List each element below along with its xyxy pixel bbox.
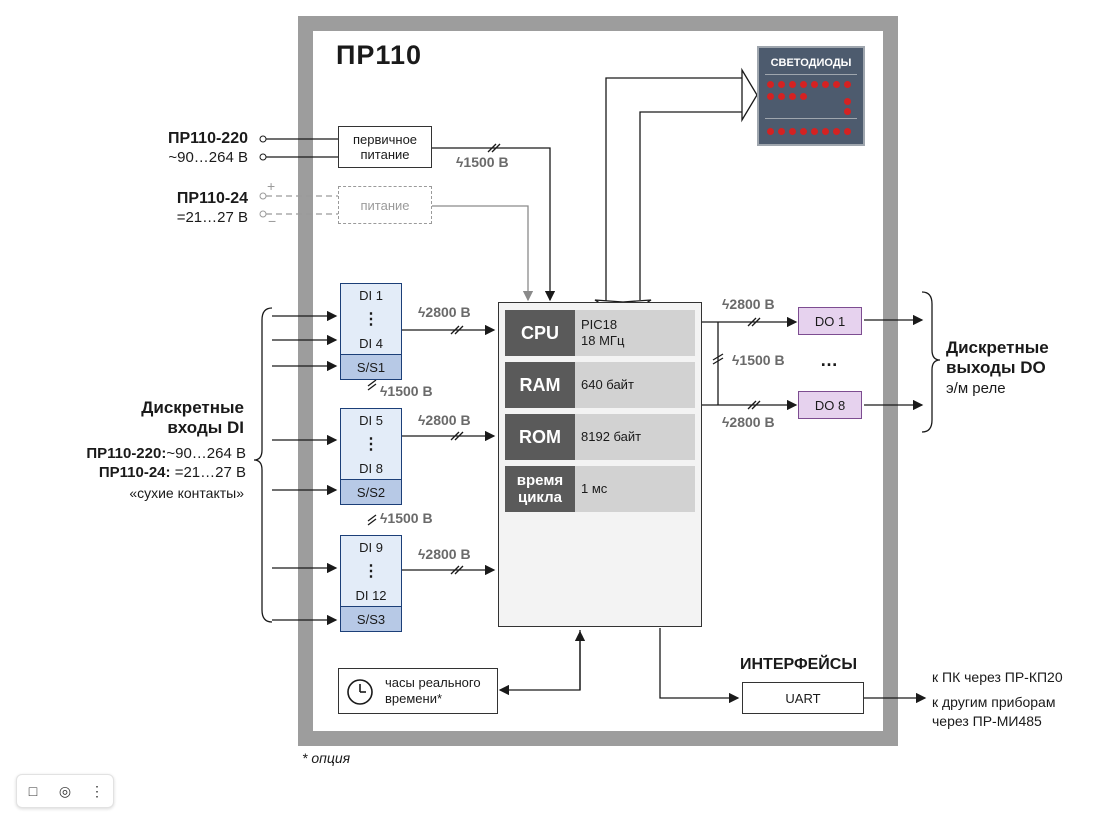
do-first-box: DO 1 bbox=[798, 307, 862, 335]
rom-key: ROM bbox=[505, 414, 575, 460]
cpu-key: CPU bbox=[505, 310, 575, 356]
di-isolation-3: ϟ2800 В bbox=[418, 546, 471, 562]
interfaces-title: ИНТЕРФЕЙСЫ bbox=[740, 656, 858, 673]
ram-key: RAM bbox=[505, 362, 575, 408]
bolt-icon: ϟ bbox=[380, 383, 388, 399]
ram-row: RAM 640 байт bbox=[505, 362, 695, 408]
outputs-title-line2: выходы DO bbox=[946, 358, 1046, 377]
secondary-power-box: питание bbox=[338, 186, 432, 224]
do-isolation-bottom: ϟ2800 В bbox=[722, 414, 775, 430]
rom-row: ROM 8192 байт bbox=[505, 414, 695, 460]
di-block-1: DI 1 ⋮ DI 4 S/S1 bbox=[340, 283, 402, 380]
footnote: * опция bbox=[302, 750, 351, 766]
bolt-icon: ϟ bbox=[732, 352, 740, 368]
device-title: ПР110 bbox=[336, 40, 422, 70]
inputs-title-line1: Дискретные bbox=[141, 398, 244, 417]
di-dots: ⋮ bbox=[341, 431, 401, 457]
interfaces-note-3: через ПР-МИ485 bbox=[932, 713, 1042, 729]
di-isolation-2: ϟ2800 В bbox=[418, 412, 471, 428]
clock-box: часы реального времени* bbox=[338, 668, 498, 714]
outputs-title-line1: Дискретные bbox=[946, 338, 1049, 357]
cycle-key: время цикла bbox=[505, 466, 575, 512]
bolt-icon: ϟ bbox=[418, 546, 426, 562]
minus-terminal-icon: − bbox=[268, 213, 277, 229]
bolt-icon: ϟ bbox=[418, 412, 426, 428]
inputs-note: «сухие контакты» bbox=[129, 485, 244, 501]
inputs-spec-24: ПР110-24: =21…27 В bbox=[98, 464, 246, 481]
di-first: DI 1 bbox=[341, 284, 401, 306]
model-24-label: ПР110-24 bbox=[176, 190, 248, 207]
bolt-icon: ϟ bbox=[722, 414, 730, 430]
interfaces-note-1: к ПК через ПР-КП20 bbox=[932, 669, 1063, 685]
do-last-box: DO 8 bbox=[798, 391, 862, 419]
di-last: DI 12 bbox=[341, 584, 401, 606]
do-isolation-top: ϟ2800 В bbox=[722, 296, 775, 312]
cycle-row: время цикла 1 мс bbox=[505, 466, 695, 512]
di-block-2: DI 5 ⋮ DI 8 S/S2 bbox=[340, 408, 402, 505]
led-panel-title: СВЕТОДИОДЫ bbox=[770, 57, 852, 69]
di-group-isolation-2: ϟ1500 В bbox=[380, 510, 433, 526]
image-toolbar: □ ◎ ⋮ bbox=[16, 774, 114, 808]
di-common: S/S3 bbox=[341, 606, 401, 631]
model-220-label: ПР110-220 bbox=[167, 130, 248, 147]
clock-label: часы реального времени* bbox=[385, 675, 481, 706]
di-dots: ⋮ bbox=[341, 306, 401, 332]
do-ellipsis: … bbox=[820, 350, 838, 370]
power-isolation-label: ϟ1500 В bbox=[456, 154, 509, 170]
bolt-icon: ϟ bbox=[380, 510, 388, 526]
uart-box: UART bbox=[742, 682, 864, 714]
di-first: DI 5 bbox=[341, 409, 401, 431]
interfaces-note-2: к другим приборам bbox=[932, 694, 1056, 710]
bolt-icon: ϟ bbox=[418, 304, 426, 320]
di-dots: ⋮ bbox=[341, 558, 401, 584]
range-24-label: =21…27 В bbox=[176, 209, 248, 226]
plus-terminal-icon: + bbox=[267, 178, 276, 194]
ram-value: 640 байт bbox=[581, 377, 634, 392]
di-block-3: DI 9 ⋮ DI 12 S/S3 bbox=[340, 535, 402, 632]
bookmark-icon[interactable]: □ bbox=[28, 783, 38, 799]
cpu-row: CPU PIC18 18 МГц bbox=[505, 310, 695, 356]
rom-value: 8192 байт bbox=[581, 429, 642, 444]
bolt-icon: ϟ bbox=[722, 296, 730, 312]
di-group-isolation-1: ϟ1500 В bbox=[380, 383, 433, 399]
di-common: S/S1 bbox=[341, 354, 401, 379]
lens-search-icon[interactable]: ◎ bbox=[58, 782, 72, 799]
di-common: S/S2 bbox=[341, 479, 401, 504]
more-options-icon[interactable]: ⋮ bbox=[90, 782, 104, 799]
di-last: DI 8 bbox=[341, 457, 401, 479]
cpu-block bbox=[498, 302, 702, 627]
inputs-title-line2: входы DI bbox=[167, 418, 244, 437]
primary-power-box: первичное питание bbox=[338, 126, 432, 168]
di-isolation-1: ϟ2800 В bbox=[418, 304, 471, 320]
outputs-subtitle: э/м реле bbox=[946, 380, 1006, 397]
inputs-spec-220: ПР110-220:~90…264 В bbox=[86, 445, 246, 462]
led-panel: СВЕТОДИОДЫ bbox=[757, 46, 865, 146]
di-last: DI 4 bbox=[341, 332, 401, 354]
cpu-value: PIC18 18 МГц bbox=[581, 317, 625, 348]
di-first: DI 9 bbox=[341, 536, 401, 558]
clock-icon bbox=[347, 679, 373, 705]
bolt-icon: ϟ bbox=[456, 154, 464, 170]
range-220-label: ~90…264 В bbox=[168, 149, 248, 166]
cycle-value: 1 мс bbox=[581, 481, 608, 496]
do-isolation-mid: ϟ1500 В bbox=[732, 352, 785, 368]
